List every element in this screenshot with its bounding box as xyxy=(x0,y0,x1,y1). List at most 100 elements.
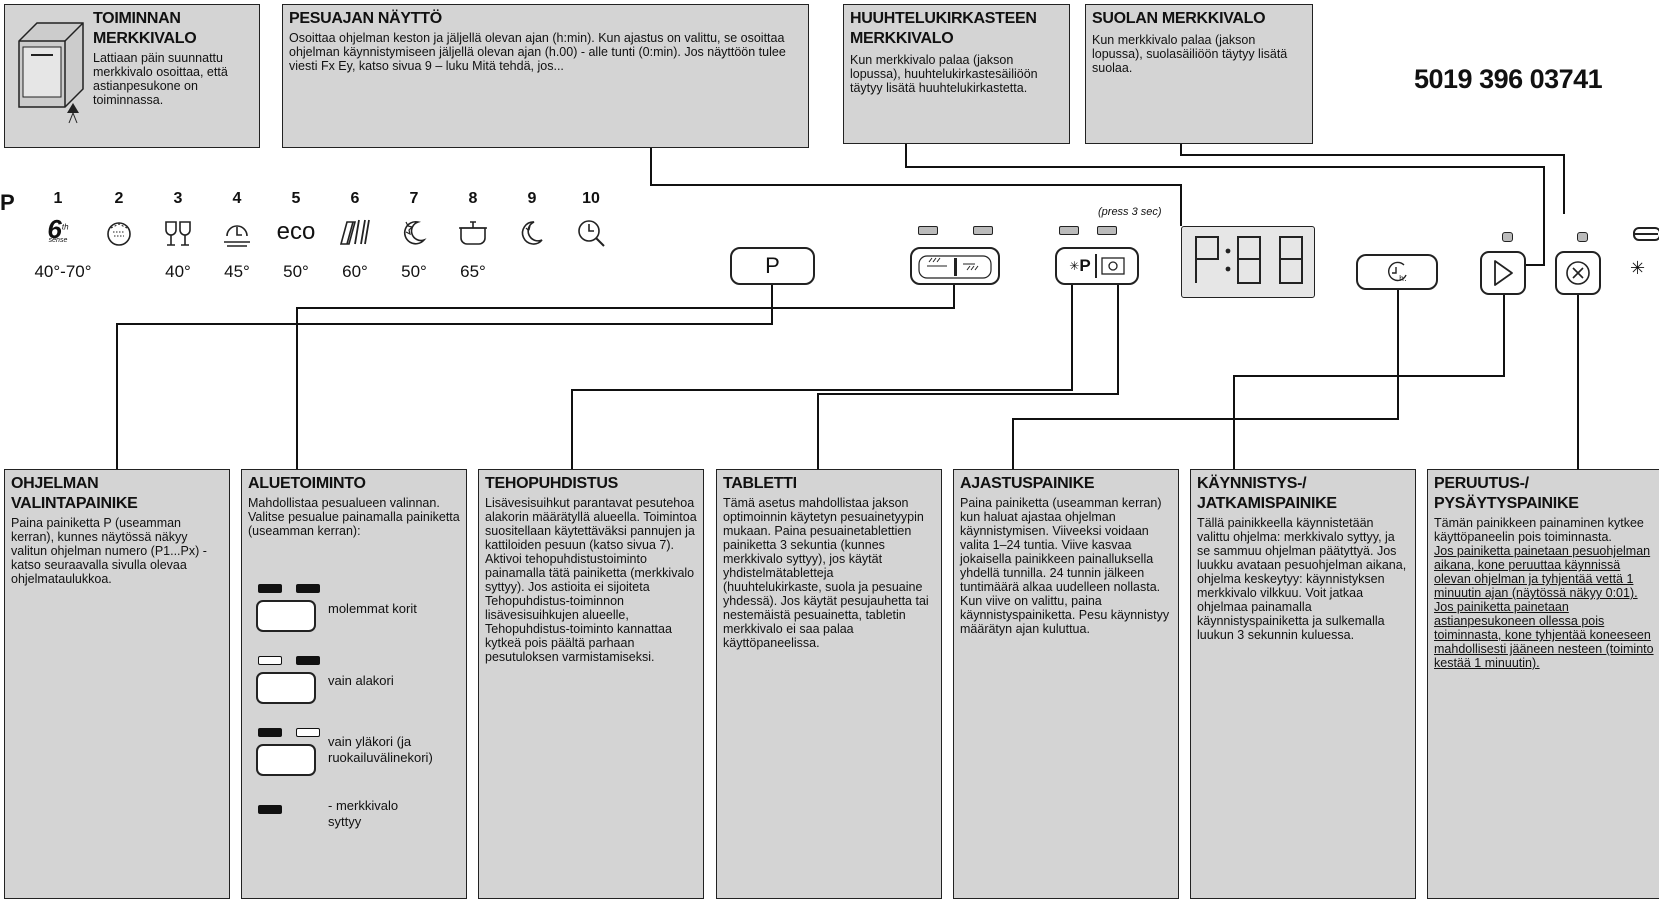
connector-line xyxy=(1526,264,1545,266)
box-text: Kun merkkivalo palaa (jakson lopussa), h… xyxy=(850,53,1038,95)
program-temp: 65° xyxy=(460,262,486,281)
zone-button[interactable] xyxy=(910,247,1000,285)
power-clean-box: TEHOPUHDISTUS Lisävesisuihkut parantavat… xyxy=(478,469,704,899)
box-title: AJASTUSPAINIKE xyxy=(960,475,1095,492)
rinse-icon xyxy=(107,222,131,246)
time-display: P:88 xyxy=(1181,226,1315,298)
quick-wash-icon xyxy=(578,220,605,247)
program-temp: 45° xyxy=(224,262,250,281)
program-p-button[interactable]: P xyxy=(730,247,815,285)
led-on xyxy=(296,584,320,593)
program-number: 7 xyxy=(409,190,419,207)
power-clean-tablet-button[interactable]: ✳ P xyxy=(1055,247,1139,285)
program-number: 4 xyxy=(232,190,242,207)
connector-line xyxy=(116,323,773,325)
seven-segment-display xyxy=(1195,236,1303,284)
connector-line xyxy=(817,393,819,471)
connector-line xyxy=(1577,295,1579,471)
connector-line xyxy=(1543,166,1545,266)
connector-line xyxy=(1180,154,1565,156)
plate-icon xyxy=(224,225,250,247)
zone-led-left xyxy=(918,226,938,235)
program-number: 1 xyxy=(53,190,63,207)
program-temp: 50° xyxy=(283,262,309,281)
salt-indicator-box: SUOLAN MERKKIVALO Kun merkkivalo palaa (… xyxy=(1085,4,1313,144)
led-on xyxy=(258,805,282,814)
cancel-icon xyxy=(1566,261,1590,285)
zone-button-illustration xyxy=(256,672,316,704)
box-title: TOIMINNAN MERKKIVALO xyxy=(93,10,197,47)
program-temp: 40° xyxy=(165,262,191,281)
operation-indicator-box: TOIMINNAN MERKKIVALO Lattiaan päin suunn… xyxy=(4,4,260,148)
cancel-stop-box: PERUUTUS-/ PYSÄYTYSPAINIKE Tämän painikk… xyxy=(1427,469,1659,899)
connector-line xyxy=(1071,285,1073,391)
connector-line xyxy=(1563,154,1565,214)
box-title: TABLETTI xyxy=(723,475,797,492)
sense-label: sense xyxy=(48,237,68,244)
box-title: PESUAJAN NÄYTTÖ xyxy=(289,10,442,27)
program-number: 2 xyxy=(114,190,124,207)
plates-cutlery-icon xyxy=(339,219,370,245)
6th-sense-icon: 6th sense xyxy=(40,214,76,248)
cancel-led xyxy=(1577,232,1588,242)
start-led xyxy=(1502,232,1513,242)
box-title: ALUETOIMINTO xyxy=(248,475,366,492)
connector-line xyxy=(571,389,573,471)
start-resume-box: KÄYNNISTYS-/ JATKAMISPAINIKE Tällä paini… xyxy=(1190,469,1416,899)
connector-line xyxy=(650,184,1182,186)
connector-line xyxy=(1233,375,1235,471)
program-temp: 40°-70° xyxy=(34,262,92,281)
power-clean-led xyxy=(1059,226,1079,235)
box-text: Osoittaa ohjelman keston ja jäljellä ole… xyxy=(289,31,786,73)
led-on xyxy=(296,656,320,665)
play-icon xyxy=(1494,260,1513,286)
svg-text:h.: h. xyxy=(1399,274,1407,283)
option-label: - merkkivalo syttyy xyxy=(328,798,399,829)
box-text: Paina painiketta (useamman kerran) kun h… xyxy=(960,496,1170,636)
program-select-box: OHJELMAN VALINTAPAINIKE Paina painiketta… xyxy=(4,469,230,899)
salt-led-icon: ✳ xyxy=(1630,258,1646,278)
connector-line xyxy=(650,148,652,186)
dishwasher-icon xyxy=(18,22,84,124)
program-p-label: P xyxy=(0,190,15,215)
connector-line xyxy=(1503,295,1505,377)
box-text: Lisävesisuihkut parantavat pesutehoa ala… xyxy=(485,496,697,664)
box-text: Tämä asetus mahdollistaa jakson optimoin… xyxy=(723,496,929,650)
box-title: TEHOPUHDISTUS xyxy=(485,475,618,492)
tablet-p-label: P xyxy=(1079,256,1091,275)
box-title: HUUHTELUKIRKASTEEN MERKKIVALO xyxy=(850,10,1037,47)
tablet-icon xyxy=(1101,257,1125,275)
program-number: 8 xyxy=(468,190,478,207)
connector-line xyxy=(1012,418,1014,471)
option-label: vain alakori xyxy=(328,673,394,688)
cancel-stop-button[interactable] xyxy=(1555,251,1601,295)
box-text: Tämän painikkeen painaminen kytkee käytt… xyxy=(1434,516,1644,544)
eco-icon: eco xyxy=(276,218,316,245)
zone-led-right xyxy=(973,226,993,235)
connector-line xyxy=(1233,375,1505,377)
connector-line xyxy=(1117,285,1119,395)
option-label: vain yläkori (ja ruokailuvälinekori) xyxy=(328,734,433,765)
part-number: 5019 396 03741 xyxy=(1414,64,1603,94)
delay-clock-icon: h. xyxy=(1388,261,1407,283)
program-number: 10 xyxy=(582,190,600,207)
pot-icon xyxy=(459,221,487,245)
box-text: Kun merkkivalo palaa (jakson lopussa), s… xyxy=(1092,33,1288,75)
connector-line xyxy=(1397,290,1399,420)
box-text: Mahdollistaa pesualueen valinnan. Valits… xyxy=(248,496,460,538)
connector-line xyxy=(296,307,955,309)
night-moon-icon xyxy=(521,221,543,245)
box-title: SUOLAN MERKKIVALO xyxy=(1092,10,1266,27)
delay-timer-button[interactable]: h. xyxy=(1356,254,1438,290)
program-temp: 60° xyxy=(342,262,368,281)
program-temp: 50° xyxy=(401,262,427,281)
connector-line xyxy=(116,323,118,471)
connector-line xyxy=(571,389,1073,391)
box-text-underlined: Jos painiketta painetaan pesuohjelman ai… xyxy=(1434,544,1651,600)
press-3-sec-note: (press 3 sec) xyxy=(1098,206,1162,218)
tablet-led xyxy=(1097,226,1117,235)
start-resume-button[interactable] xyxy=(1480,251,1526,295)
connector-line xyxy=(817,393,1119,395)
program-number: 5 xyxy=(291,190,301,207)
connector-line xyxy=(953,285,955,309)
